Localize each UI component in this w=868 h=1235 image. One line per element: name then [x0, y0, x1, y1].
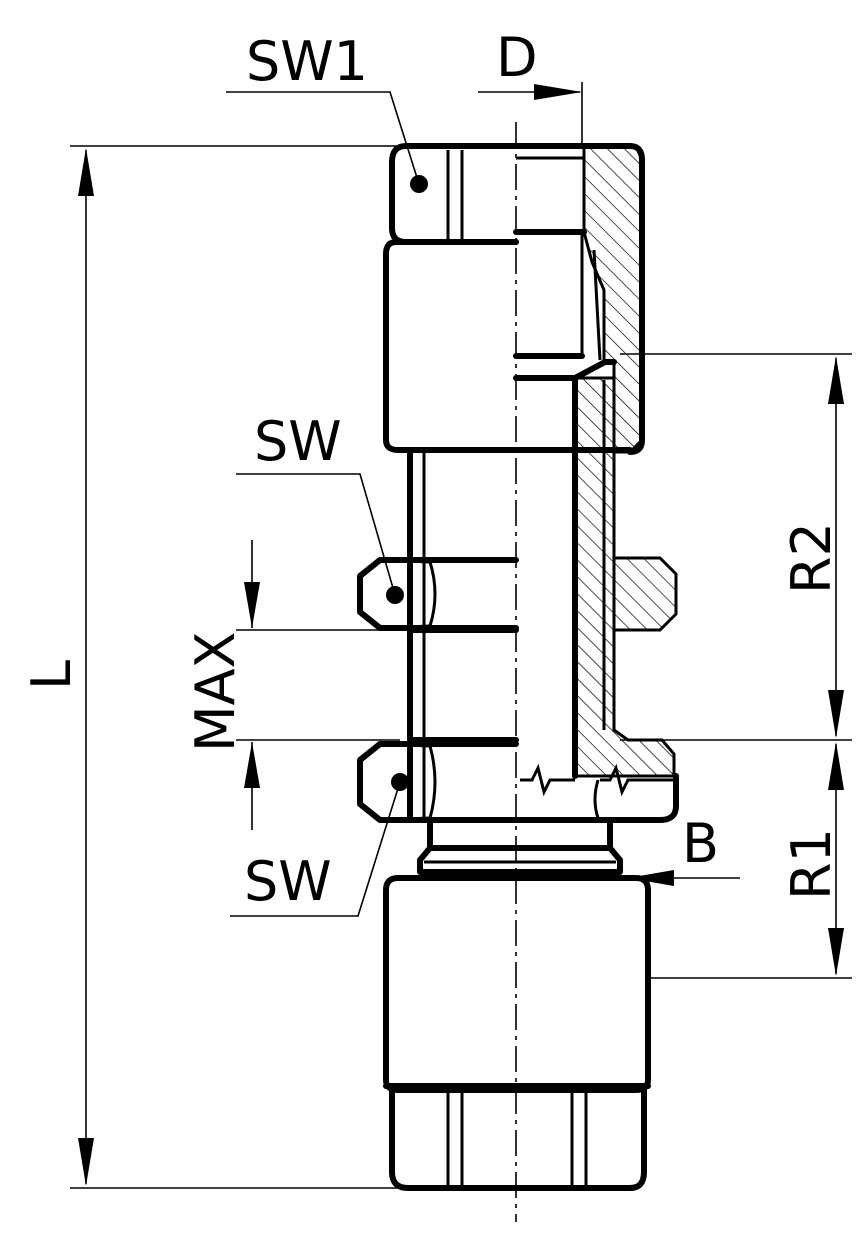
label-sw-upper: SW	[254, 410, 342, 473]
label-r1: R1	[780, 828, 843, 900]
neck	[417, 817, 623, 875]
upper-collar	[383, 232, 633, 453]
dimension-r1	[648, 742, 852, 979]
label-max: MAX	[184, 631, 247, 752]
lower-collar	[383, 875, 651, 1093]
label-sw-lower: SW	[244, 850, 332, 913]
label-d: D	[496, 26, 538, 89]
upper-hex-nut	[357, 556, 678, 632]
dimension-d	[478, 82, 583, 146]
leader-sw-lower	[230, 781, 401, 917]
label-l: L	[20, 660, 83, 690]
top-nut	[389, 143, 645, 455]
lower-hex-nut	[357, 741, 679, 823]
label-b: B	[682, 812, 719, 875]
label-r2: R2	[780, 522, 843, 594]
leader-sw1	[226, 91, 420, 185]
dimension-l	[70, 145, 400, 1189]
bottom-nut	[389, 1087, 647, 1191]
dimension-max	[236, 540, 400, 830]
leader-b	[628, 870, 740, 886]
leader-sw-upper	[236, 473, 396, 596]
dimension-r2	[620, 353, 852, 741]
label-sw1: SW1	[246, 30, 368, 93]
